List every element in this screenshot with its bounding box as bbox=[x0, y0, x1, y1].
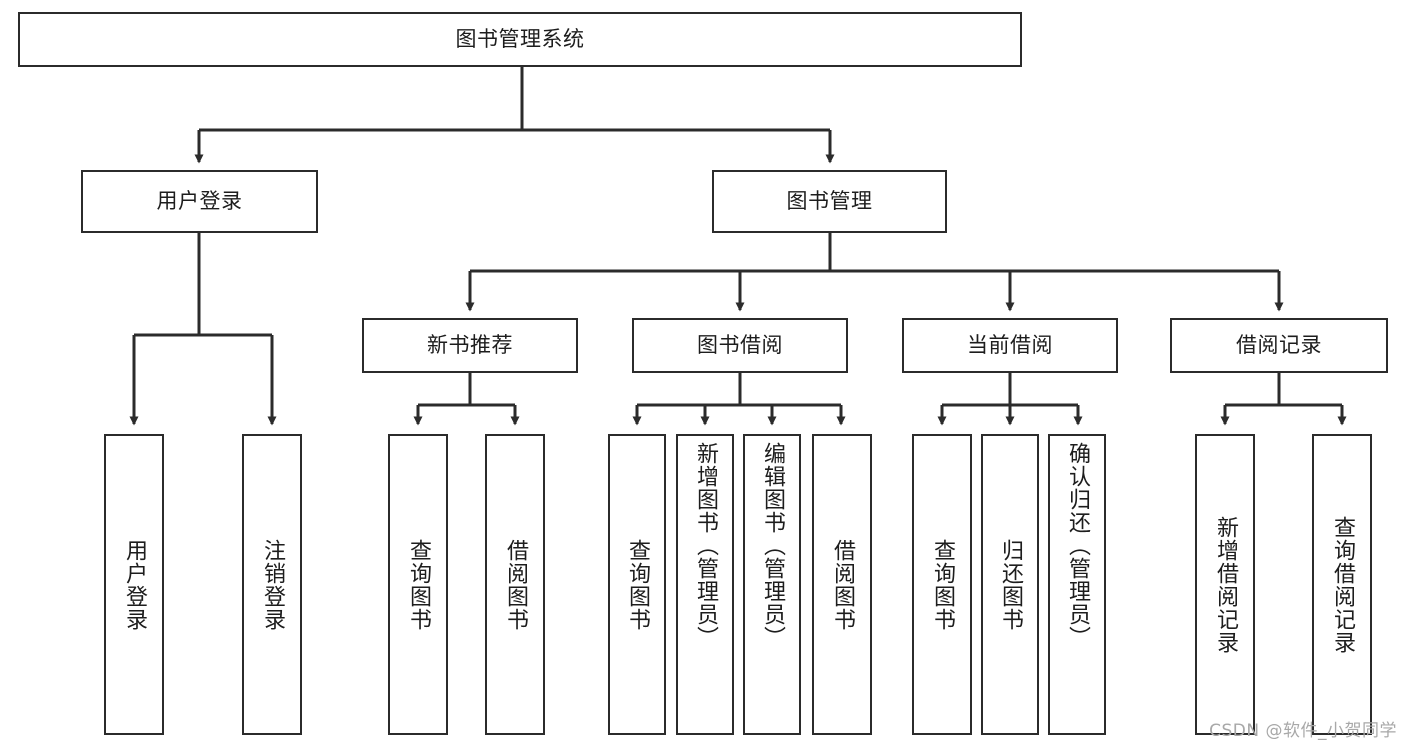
node-borrow-record[interactable]: 借阅记录 bbox=[1170, 318, 1388, 373]
leaf-confirm-return[interactable]: 确认归还（管理员） bbox=[1048, 434, 1106, 735]
node-user-login[interactable]: 用户登录 bbox=[81, 170, 318, 233]
leaf-edit-book-label: 编辑图书（管理员） bbox=[759, 442, 785, 649]
leaf-query-book-1[interactable]: 查询图书 bbox=[388, 434, 448, 735]
leaf-add-book[interactable]: 新增图书（管理员） bbox=[676, 434, 734, 735]
node-root[interactable]: 图书管理系统 bbox=[18, 12, 1022, 67]
leaf-user-login[interactable]: 用户登录 bbox=[104, 434, 164, 735]
node-book-management-label: 图书管理 bbox=[786, 189, 873, 214]
leaf-user-logout[interactable]: 注销登录 bbox=[242, 434, 302, 735]
leaf-query-record-label: 查询借阅记录 bbox=[1329, 515, 1355, 654]
node-new-book-recommend-label: 新书推荐 bbox=[427, 333, 513, 358]
leaf-return-book-label: 归还图书 bbox=[997, 538, 1023, 631]
node-current-borrow-label: 当前借阅 bbox=[967, 333, 1053, 358]
leaf-borrow-book-2-label: 借阅图书 bbox=[829, 538, 855, 631]
leaf-add-book-label: 新增图书（管理员） bbox=[692, 442, 718, 649]
leaf-user-logout-label: 注销登录 bbox=[259, 538, 285, 631]
node-book-management[interactable]: 图书管理 bbox=[712, 170, 947, 233]
leaf-query-book-3-label: 查询图书 bbox=[929, 538, 955, 631]
leaf-user-login-label: 用户登录 bbox=[121, 538, 147, 631]
leaf-query-book-2[interactable]: 查询图书 bbox=[608, 434, 666, 735]
node-book-borrow-label: 图书借阅 bbox=[697, 333, 783, 358]
leaf-confirm-return-label: 确认归还（管理员） bbox=[1064, 442, 1090, 649]
leaf-borrow-book-1-label: 借阅图书 bbox=[502, 538, 528, 631]
node-new-book-recommend[interactable]: 新书推荐 bbox=[362, 318, 578, 373]
leaf-add-record[interactable]: 新增借阅记录 bbox=[1195, 434, 1255, 735]
leaf-query-book-3[interactable]: 查询图书 bbox=[912, 434, 972, 735]
leaf-edit-book[interactable]: 编辑图书（管理员） bbox=[743, 434, 801, 735]
node-user-login-label: 用户登录 bbox=[156, 189, 243, 214]
node-root-label: 图书管理系统 bbox=[455, 27, 585, 52]
leaf-borrow-book-1[interactable]: 借阅图书 bbox=[485, 434, 545, 735]
leaf-query-book-2-label: 查询图书 bbox=[624, 538, 650, 631]
leaf-query-book-1-label: 查询图书 bbox=[405, 538, 431, 631]
leaf-add-record-label: 新增借阅记录 bbox=[1212, 515, 1238, 654]
leaf-query-record[interactable]: 查询借阅记录 bbox=[1312, 434, 1372, 735]
node-current-borrow[interactable]: 当前借阅 bbox=[902, 318, 1118, 373]
leaf-borrow-book-2[interactable]: 借阅图书 bbox=[812, 434, 872, 735]
leaf-return-book[interactable]: 归还图书 bbox=[981, 434, 1039, 735]
node-book-borrow[interactable]: 图书借阅 bbox=[632, 318, 848, 373]
node-borrow-record-label: 借阅记录 bbox=[1236, 333, 1322, 358]
